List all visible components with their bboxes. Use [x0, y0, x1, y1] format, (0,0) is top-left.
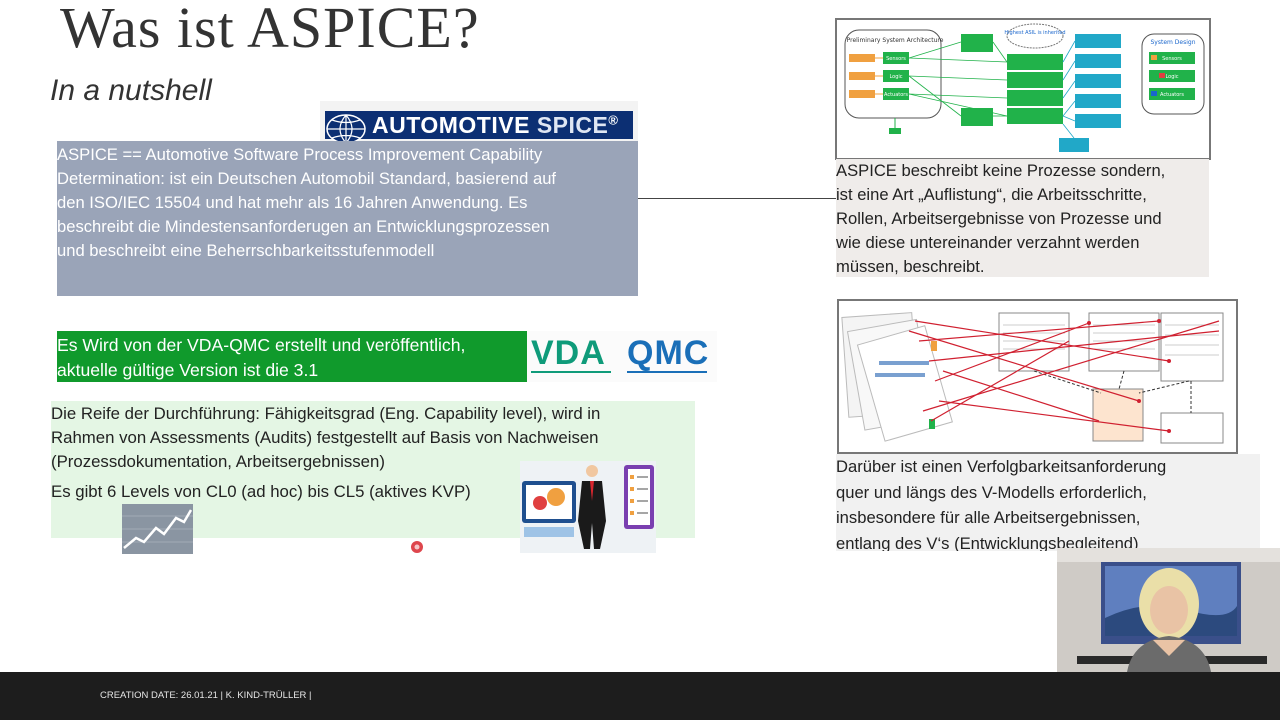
input-block — [849, 54, 875, 62]
description-line: ist eine Art „Auflistung“, die Arbeitssc… — [836, 185, 1147, 204]
input-block — [849, 90, 875, 98]
description-line: wie diese untereinander verzahnt werden — [836, 233, 1140, 252]
slide-title: Was ist ASPICE? — [60, 0, 480, 60]
safety-goal-block — [961, 108, 993, 126]
publisher-box: Es Wird von der VDA-QMC erstellt und ver… — [57, 331, 527, 382]
cloud-callout — [1006, 23, 1064, 49]
footer-text: CREATION DATE: 26.01.21 | K. KIND-TRÜLLE… — [100, 690, 312, 701]
requirement-block — [1007, 90, 1063, 106]
design-sensors-block — [1149, 52, 1195, 64]
traceability-line: quer und längs des V-Modells erforderlic… — [836, 482, 1147, 502]
definition-line: ASPICE == Automotive Software Process Im… — [57, 145, 543, 164]
artifact-box-highlight — [1092, 388, 1144, 442]
publisher-line: aktuelle gültige Version ist die 3.1 — [57, 360, 319, 380]
qmc-logo-text: QMC — [627, 334, 709, 372]
tech-requirement-block — [1075, 54, 1121, 68]
actuators-block — [883, 88, 909, 100]
cloud-text: Highest ASIL is inherited — [1004, 30, 1065, 36]
presenter-webcam-video — [1057, 548, 1280, 672]
tech-requirement-block — [1075, 94, 1121, 108]
aspice-description-box: ASPICE beschreibt keine Prozesse sondern… — [836, 159, 1209, 277]
actuators-label: Actuators — [884, 92, 908, 98]
connector-line — [638, 198, 836, 199]
bottom-block — [889, 128, 901, 134]
traceability-diagram-graphic — [841, 312, 1224, 444]
spice-logo-word1: AUTOMOTIVE — [372, 112, 530, 138]
left-diagram-title: Preliminary System Architecture — [847, 37, 944, 44]
sensors-block — [883, 52, 909, 64]
registered-mark: ® — [608, 112, 619, 128]
definition-line: den ISO/IEC 15504 und hat mehr als 16 Ja… — [57, 193, 528, 212]
spice-logo-text: AUTOMOTIVE SPICE® — [372, 112, 618, 139]
maturity-text: Die Reife der Durchführung: Fähigkeitsgr… — [51, 402, 691, 474]
consultant-illustration — [520, 461, 656, 553]
aspice-definition-box: ASPICE == Automotive Software Process Im… — [57, 141, 638, 296]
input-block — [849, 72, 875, 80]
definition-line: Determination: ist ein Deutschen Automob… — [57, 169, 557, 188]
capability-levels-text: Es gibt 6 Levels von CL0 (ad hoc) bis CL… — [51, 482, 471, 501]
traceability-diagram — [837, 299, 1238, 454]
architecture-diagram-graphic: Preliminary System Architecture Sensors … — [844, 23, 1205, 152]
maturity-line: Rahmen von Assessments (Audits) festgest… — [51, 428, 599, 447]
requirement-block — [1007, 54, 1063, 70]
requirement-block — [1007, 108, 1063, 124]
spice-logo-word2: SPICE — [536, 112, 609, 138]
bottom-tech-block — [1059, 138, 1089, 152]
design-actuators-block — [1149, 88, 1195, 100]
document-stack — [841, 312, 953, 442]
requirement-block — [1007, 72, 1063, 88]
traceability-line: insbesondere für alle Arbeitsergebnissen… — [836, 508, 1141, 527]
tech-requirement-block — [1075, 34, 1121, 48]
tech-requirement-block — [1075, 114, 1121, 128]
laser-pointer-icon — [411, 541, 423, 553]
description-line: Rollen, Arbeitsergebnisse von Prozesse u… — [836, 209, 1162, 228]
maturity-line: Die Reife der Durchführung: Fähigkeitsgr… — [51, 404, 601, 423]
rising-chart-image — [122, 504, 193, 554]
artifact-box — [1088, 312, 1160, 372]
publisher-line: Es Wird von der VDA-QMC erstellt und ver… — [57, 335, 466, 355]
traceability-line: Darüber ist einen Verfolgbarkeitsanforde… — [836, 457, 1167, 476]
definition-line: und beschreibt eine Beherrschbarkeitsstu… — [57, 241, 435, 260]
footer-bar — [0, 672, 1280, 720]
maturity-line: (Prozessdokumentation, Arbeitsergebnisse… — [51, 452, 385, 471]
vda-logo-text: VDA — [531, 334, 606, 372]
design-sensors-label: Sensors — [1162, 56, 1182, 62]
slide-subtitle: In a nutshell — [50, 74, 212, 107]
presenter-face — [1150, 586, 1188, 634]
artifact-box — [1160, 312, 1224, 382]
right-diagram-title: System Design — [1151, 39, 1196, 46]
globe-icon — [326, 114, 366, 141]
design-logic-label: Logic — [1165, 74, 1178, 80]
traceability-description-box: Darüber ist einen Verfolgbarkeitsanforde… — [836, 454, 1260, 551]
system-architecture-diagram: Preliminary System Architecture Sensors … — [835, 18, 1211, 160]
sensors-label: Sensors — [886, 56, 906, 62]
design-actuators-label: Actuators — [1160, 92, 1184, 98]
definition-line: beschreibt die Mindestensanforderugen an… — [57, 217, 550, 236]
automotive-spice-logo: AUTOMOTIVE SPICE® — [320, 101, 638, 141]
artifact-box — [998, 312, 1070, 372]
safety-goal-block — [961, 34, 993, 52]
description-line: müssen, beschreibt. — [836, 257, 985, 276]
traceability-line: entlang des V‘s (Entwicklungsbegleitend) — [836, 533, 1139, 552]
vda-qmc-logo: VDA QMC — [527, 331, 717, 382]
artifact-box — [1160, 412, 1224, 444]
person-head — [586, 465, 598, 477]
logic-block — [883, 70, 909, 82]
spice-logo-bar — [325, 111, 633, 139]
person-body — [578, 481, 606, 549]
logic-label: Logic — [889, 74, 902, 80]
tech-requirement-block — [1075, 74, 1121, 88]
description-line: ASPICE beschreibt keine Prozesse sondern… — [836, 161, 1166, 180]
